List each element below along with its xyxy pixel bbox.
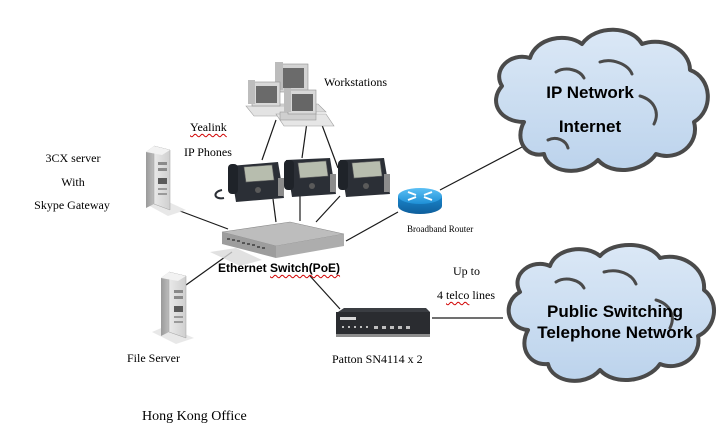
server-3cx-label-line2: With <box>61 175 85 189</box>
connection-lines <box>179 119 523 319</box>
link-workstations-phone2 <box>301 121 308 159</box>
workstations-label: Workstations <box>324 75 388 89</box>
server-3cx-label-line1: 3CX server <box>45 151 101 165</box>
link-router-ipcloud <box>439 146 523 191</box>
link-workstations-phone1 <box>261 119 277 161</box>
diagram-title: Hong Kong Office <box>142 409 247 424</box>
ip-network-cloud <box>494 27 710 173</box>
ip-phones-group <box>214 158 390 202</box>
ip-phones-label-type: IP Phones <box>184 145 232 159</box>
ip-phone-icon <box>284 158 336 197</box>
link-switch-router <box>345 211 399 242</box>
link-workstations-phone3 <box>321 124 339 169</box>
telco-label-line2-text: 4 telco lines <box>437 288 495 302</box>
ip-phone-icon <box>214 162 284 202</box>
ip-phones-label-brand: Yealink <box>190 120 227 134</box>
switch-label-text: Ethernet Switch(PoE) <box>218 261 341 275</box>
telco-label-line1: Up to <box>453 264 480 278</box>
ip-phone-icon <box>338 158 390 197</box>
switch-label: Ethernet Switch(PoE) <box>218 262 340 274</box>
pstn-cloud-label-line1: Public Switching <box>546 302 683 321</box>
ip-cloud-label-line2: Internet <box>558 117 622 136</box>
file-server-icon <box>152 271 194 344</box>
file-server-label: File Server <box>127 351 180 365</box>
workstations-icon <box>245 62 335 127</box>
link-phone1-switch <box>272 198 277 223</box>
ethernet-switch-icon <box>210 221 345 266</box>
voip-gateway-icon <box>336 308 430 337</box>
router-label: Broadband Router <box>407 224 474 234</box>
pstn-cloud-label-line2: Telephone Network <box>537 323 693 342</box>
ip-cloud-label-line1: IP Network <box>546 83 634 102</box>
telco-label-line2: 4 telco lines <box>437 289 495 301</box>
link-3cx-switch <box>179 210 229 230</box>
pstn-cloud <box>506 242 717 383</box>
link-switch-patton <box>309 275 341 310</box>
server-3cx-icon <box>146 145 186 216</box>
router-icon <box>398 188 442 214</box>
cloud-icon <box>494 27 710 173</box>
patton-label: Patton SN4114 x 2 <box>332 352 423 366</box>
server-3cx-label-line3: Skype Gateway <box>34 198 110 212</box>
link-phone3-switch <box>315 195 341 223</box>
